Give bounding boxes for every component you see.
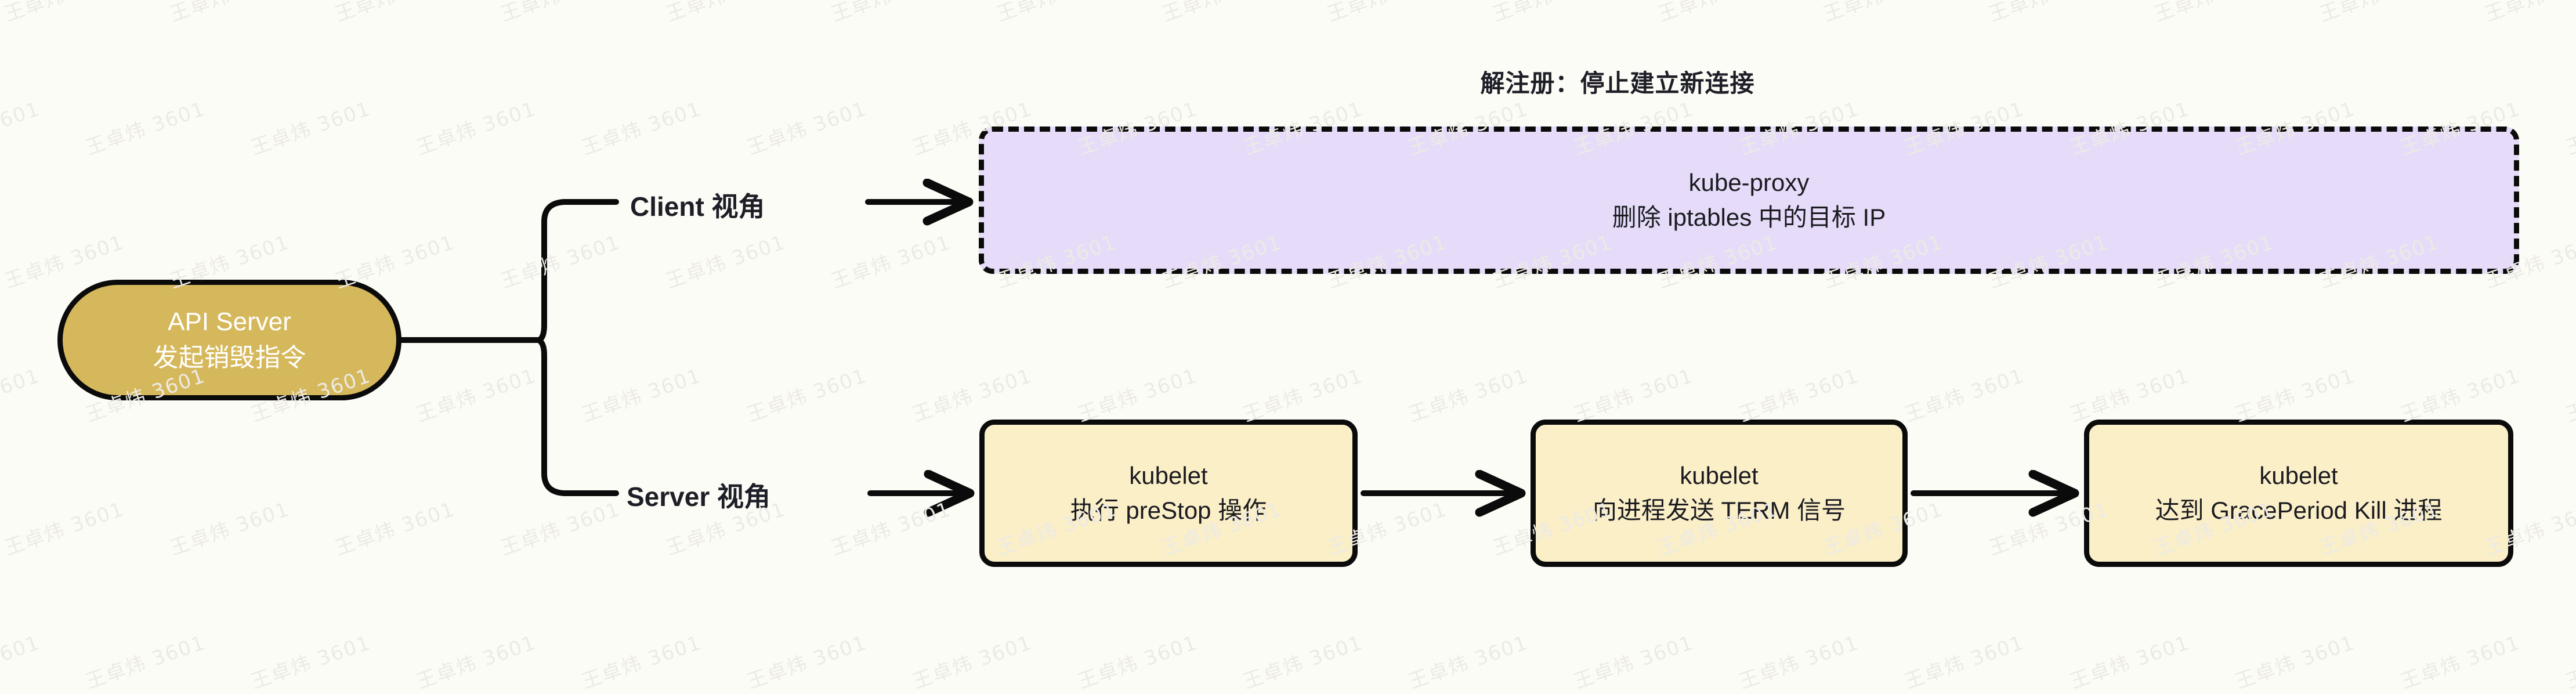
watermark-text: 王卓炜 3601 — [578, 631, 705, 694]
node-kubelet-term-line1: kubelet — [1680, 462, 1759, 490]
watermark-text: 王卓炜 3601 — [1901, 631, 2028, 694]
branch-label-server: Server 视角 — [627, 482, 771, 512]
watermark-text: 王卓炜 3601 — [0, 631, 44, 693]
watermark-text: 王卓炜 3601 — [744, 631, 870, 694]
edge-branch-server — [536, 337, 619, 496]
node-kubelet-kill-line1: kubelet — [2259, 462, 2338, 490]
node-kube-proxy[interactable]: kube-proxy 删除 iptables 中的目标 IP — [979, 126, 2519, 274]
watermark-text: 王卓炜 3601 — [1240, 631, 1366, 694]
node-kubelet-kill[interactable]: kubelet 达到 GracePeriod Kill 进程 — [2084, 420, 2513, 567]
node-api-server-line1: API Server — [168, 307, 291, 336]
edge-branch-client — [536, 199, 619, 343]
watermark-text: 王卓炜 3601 — [1074, 631, 1201, 694]
node-kubelet-term-line2: 向进程发送 TERM 信号 — [1592, 497, 1846, 524]
node-kube-proxy-line1: kube-proxy — [1688, 169, 1810, 197]
connector-layer — [399, 0, 2576, 627]
watermark-text: 王卓炜 3601 — [82, 631, 209, 694]
watermark-text: 王卓炜 3601 — [2563, 631, 2576, 694]
node-kubelet-prestop[interactable]: kubelet 执行 preStop 操作 — [979, 420, 1358, 567]
node-kubelet-kill-line2: 达到 GracePeriod Kill 进程 — [2155, 497, 2443, 524]
watermark-text: 王卓炜 3601 — [413, 631, 540, 694]
section-title-text: 解注册：停止建立新连接 — [1480, 70, 1755, 97]
branch-label-client: Client 视角 — [630, 191, 765, 222]
node-kubelet-term[interactable]: kubelet 向进程发送 TERM 信号 — [1531, 420, 1908, 567]
node-kubelet-prestop-line2: 执行 preStop 操作 — [1070, 497, 1267, 524]
watermark-text: 王卓炜 3601 — [909, 631, 1036, 694]
watermark-text: 王卓炜 3601 — [2067, 631, 2193, 694]
node-kube-proxy-line2: 删除 iptables 中的目标 IP — [1612, 204, 1886, 231]
node-api-server[interactable]: API Server 发起销毁指令 — [57, 280, 401, 400]
watermark-text: 王卓炜 3601 — [1736, 631, 1862, 694]
section-title: 解注册：停止建立新连接 — [0, 64, 2576, 99]
node-kubelet-prestop-line1: kubelet — [1129, 462, 1208, 490]
node-api-server-line2: 发起销毁指令 — [153, 344, 306, 372]
watermark-text: 王卓炜 3601 — [248, 631, 374, 694]
watermark-text: 王卓炜 3601 — [1405, 631, 1532, 694]
watermark-text: 王卓炜 3601 — [1571, 631, 1697, 694]
watermark-text: 王卓炜 3601 — [2397, 631, 2524, 694]
watermark-text: 王卓炜 3601 — [2232, 631, 2358, 694]
